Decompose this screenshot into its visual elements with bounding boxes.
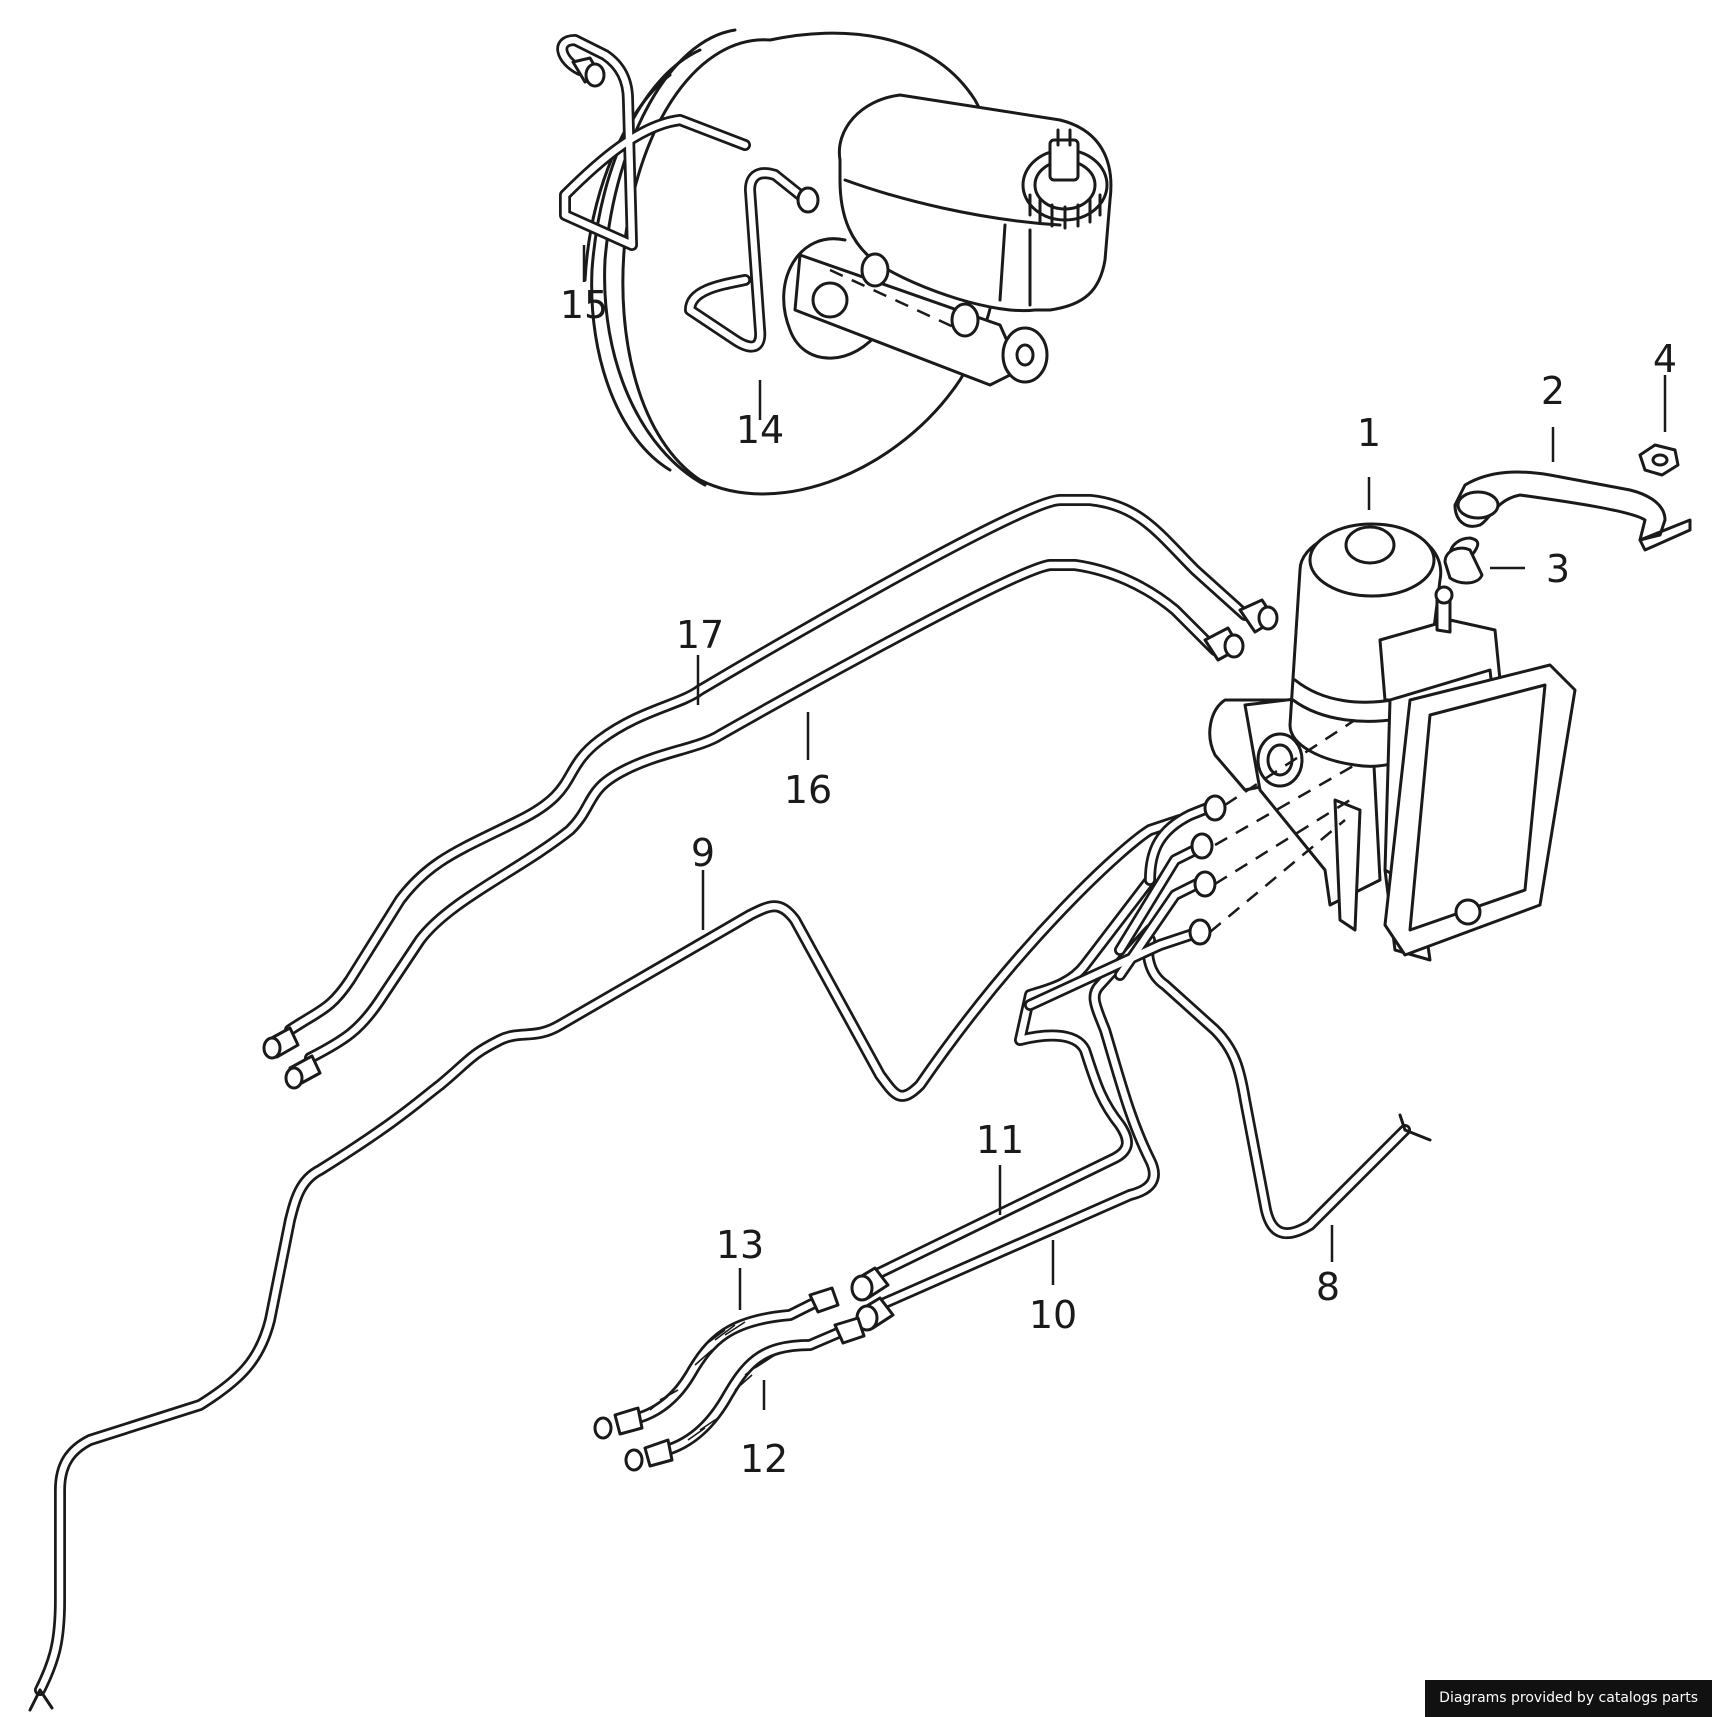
brake-hose-12 [624, 1316, 866, 1472]
master-cylinder [793, 93, 1113, 387]
callout-14: 14 [736, 408, 784, 452]
hydraulic-unit [1208, 522, 1577, 962]
callout-15: 15 [560, 283, 608, 327]
brake-hose-13 [593, 1286, 840, 1440]
bracket [1453, 470, 1692, 552]
rubber-mount [1443, 536, 1484, 585]
brake-line-16 [284, 559, 1245, 1090]
unit-connection-lines [1024, 718, 1356, 1011]
callout-2: 2 [1541, 369, 1565, 413]
callout-4: 4 [1653, 337, 1677, 381]
callout-10: 10 [1029, 1293, 1077, 1337]
callout-3: 3 [1546, 547, 1570, 591]
callout-11: 11 [976, 1118, 1024, 1162]
callout-labels: 1 2 3 4 8 9 10 11 12 13 14 15 16 17 [560, 283, 1677, 1481]
callout-1: 1 [1357, 411, 1381, 455]
callout-8: 8 [1316, 1265, 1340, 1309]
brake-line-17 [262, 494, 1279, 1060]
brake-line-8 [1142, 934, 1432, 1240]
callout-16: 16 [784, 768, 832, 812]
brake-line-9 [28, 814, 1186, 1712]
callout-17: 17 [676, 613, 724, 657]
brake-line-10 [855, 924, 1160, 1332]
callout-13: 13 [716, 1223, 764, 1267]
hex-nut [1638, 443, 1680, 477]
leader-lines [582, 245, 1667, 1410]
brake-line-15 [556, 34, 751, 251]
brake-line-14 [684, 167, 820, 353]
callout-12: 12 [740, 1437, 788, 1481]
brake-line-11 [850, 874, 1156, 1302]
credit-banner: Diagrams provided by catalogs parts [1425, 1680, 1712, 1717]
callout-9: 9 [691, 831, 715, 875]
